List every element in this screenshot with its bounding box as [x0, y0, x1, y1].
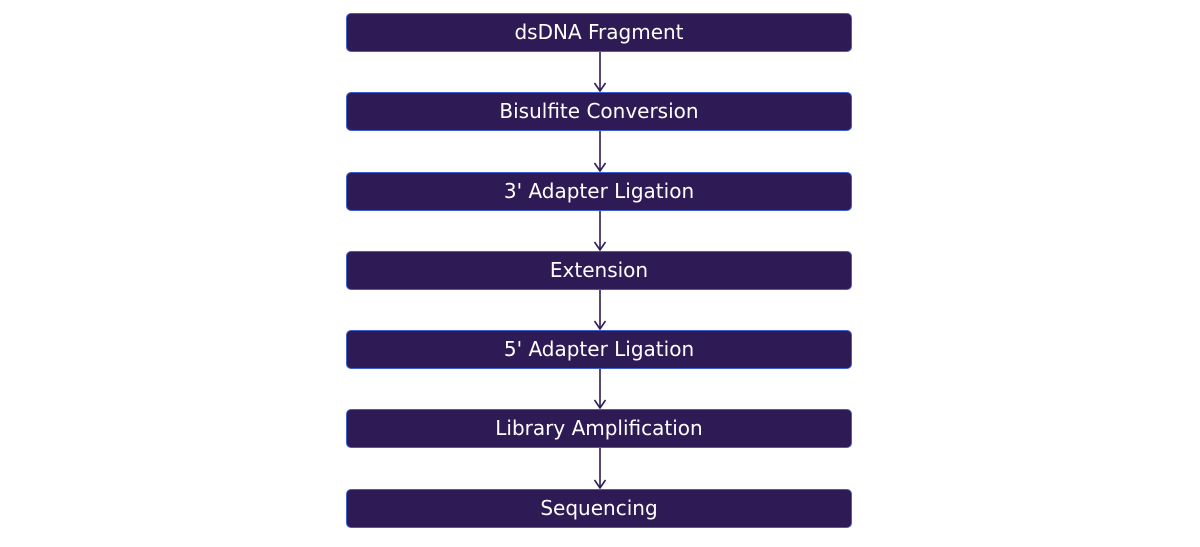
arrowhead	[593, 241, 607, 252]
connector-arrow	[593, 369, 607, 410]
arrowhead	[593, 479, 607, 490]
step-dsdna-fragment: dsDNA Fragment	[346, 13, 852, 52]
arrowhead	[593, 399, 607, 410]
step-library-amplification: Library Amplification	[346, 409, 852, 448]
arrowhead	[593, 162, 607, 173]
connector-arrow	[593, 290, 607, 331]
connector-arrow	[593, 52, 607, 93]
step-bisulfite-conversion: Bisulfite Conversion	[346, 92, 852, 131]
step-extension: Extension	[346, 251, 852, 290]
connector-arrow	[593, 448, 607, 490]
connector-arrow	[593, 211, 607, 252]
step-sequencing: Sequencing	[346, 489, 852, 528]
connector-arrow	[593, 131, 607, 173]
step-5-adapter-ligation: 5' Adapter Ligation	[346, 330, 852, 369]
arrowhead	[593, 320, 607, 331]
arrowhead	[593, 82, 607, 93]
step-3-adapter-ligation: 3' Adapter Ligation	[346, 172, 852, 211]
